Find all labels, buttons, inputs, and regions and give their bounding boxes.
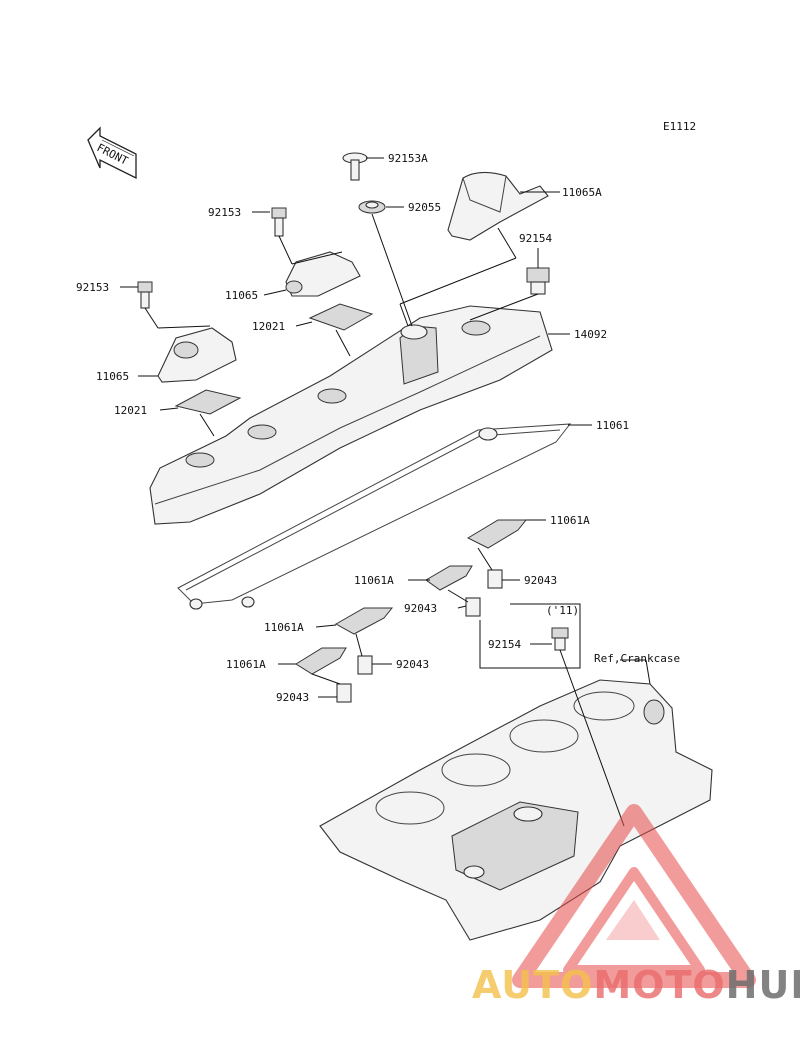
label-92043-1: 92043	[524, 574, 557, 587]
plate-12021-upper	[308, 303, 374, 331]
gasket-11061a-2	[425, 565, 473, 591]
watermark-auto: AUTO	[472, 963, 593, 1007]
watermark-moto: MOTO	[593, 963, 725, 1007]
label-11065-lower: 11065	[96, 370, 129, 383]
label-14092: 14092	[574, 328, 607, 341]
plug-92154-upper	[526, 267, 550, 295]
part-labels: 92153A 92055 11065A 92153 92154 11065 92…	[76, 152, 680, 704]
label-11061a-4: 11061A	[226, 658, 266, 671]
dowel-92043-3	[357, 655, 373, 675]
label-92154-lower: 92154	[488, 638, 521, 651]
label-92153-lower: 92153	[76, 281, 109, 294]
label-11065-upper: 11065	[225, 289, 258, 302]
leader-lines	[120, 157, 651, 827]
year-note: ('11)	[546, 604, 579, 617]
label-92055: 92055	[408, 201, 441, 214]
head-cover-14092	[149, 305, 553, 525]
label-92153-upper: 92153	[208, 206, 241, 219]
diagram-code: E1112	[663, 120, 696, 133]
label-11061a-2: 11061A	[354, 574, 394, 587]
label-92043-3: 92043	[396, 658, 429, 671]
bracket-11065-upper	[285, 251, 361, 297]
label-92043-4: 92043	[276, 691, 309, 704]
plate-12021-lower	[174, 389, 242, 415]
gasket-11061	[177, 423, 572, 610]
ref-crankcase-label: Ref,Crankcase	[594, 652, 680, 665]
label-92043-2: 92043	[404, 602, 437, 615]
dowel-92043-2	[465, 597, 481, 617]
dowel-92043-4	[336, 683, 352, 703]
watermark-triangle-icon	[512, 804, 756, 988]
gasket-11061a-4	[295, 647, 347, 675]
bolt-92153a	[342, 152, 368, 181]
watermark-logo: AUTOMOTOHUB	[472, 804, 800, 1007]
bracket-11065a	[447, 171, 549, 241]
svg-text:AUTOMOTOHUB: AUTOMOTOHUB	[472, 963, 800, 1007]
label-12021-upper: 12021	[252, 320, 285, 333]
label-11065a: 11065A	[562, 186, 602, 199]
dowel-92043-1	[487, 569, 503, 589]
watermark-hub: HUB	[726, 963, 800, 1007]
label-92153a: 92153A	[388, 152, 428, 165]
label-92154-upper: 92154	[519, 232, 552, 245]
label-12021-lower: 12021	[114, 404, 147, 417]
front-arrow-icon: FRONT	[87, 126, 137, 180]
grommet-92055	[358, 200, 386, 214]
bracket-11065-lower	[157, 327, 237, 383]
year-note-box: ('11)	[479, 603, 581, 669]
label-11061a-1: 11061A	[550, 514, 590, 527]
label-11061: 11061	[596, 419, 629, 432]
label-11061a-3: 11061A	[264, 621, 304, 634]
crankcase	[319, 679, 713, 941]
gasket-11061a-3	[334, 607, 394, 635]
gasket-11061a-1	[466, 519, 528, 549]
bolt-92153-upper	[271, 207, 287, 237]
bolt-92153-lower	[137, 281, 153, 309]
